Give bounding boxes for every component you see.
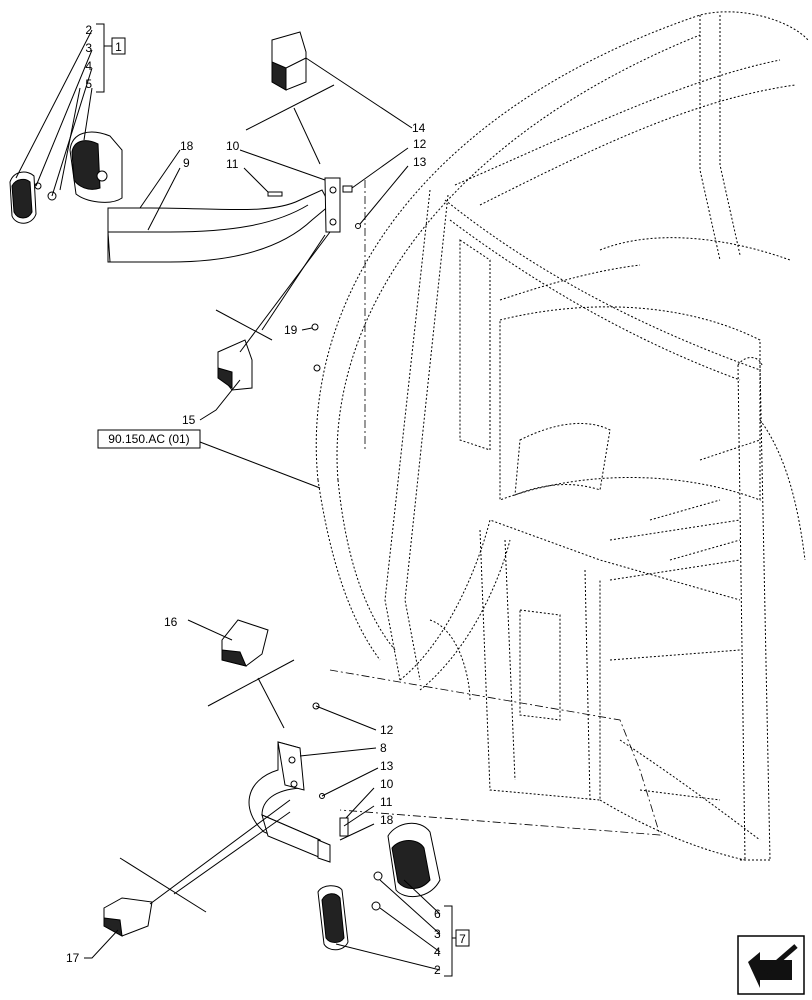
callout-16: 16 (164, 615, 178, 629)
callout-4-kit1: 4 (85, 59, 92, 73)
callout-3-kit1: 3 (85, 41, 92, 55)
callout-19: 19 (284, 323, 298, 337)
callout-12-upper: 12 (413, 137, 427, 151)
callout-18-upper: 18 (180, 139, 194, 153)
lower-bracket-assembly (248, 741, 331, 863)
kit-1-group: 2 3 4 5 1 (85, 23, 126, 93)
callout-12-lower: 12 (380, 723, 394, 737)
callout-8: 8 (380, 741, 387, 755)
leader-lines (15, 29, 441, 971)
callout-4-kit7: 4 (434, 945, 441, 959)
cover-16 (221, 619, 269, 667)
kit-1-number: 1 (115, 40, 122, 54)
callout-14: 14 (412, 121, 426, 135)
callout-10-lower: 10 (380, 777, 394, 791)
cover-upper-14 (271, 31, 307, 91)
callout-2-kit7: 2 (434, 963, 441, 977)
cab-frame (315, 11, 809, 861)
callout-10-upper: 10 (226, 139, 240, 153)
callout-11-lower: 11 (380, 795, 393, 809)
upper-bracket-assembly (107, 177, 341, 263)
callout-15: 15 (182, 413, 196, 427)
callout-13-lower: 13 (380, 759, 394, 773)
reference-label[interactable]: 90.150.AC (01) (108, 432, 189, 446)
cover-17 (103, 897, 153, 937)
callout-2-kit1: 2 (85, 23, 92, 37)
reference-link[interactable]: 90.150.AC (01) (97, 429, 201, 449)
callout-3-kit7: 3 (434, 927, 441, 941)
lower-assembly-outline (329, 669, 661, 836)
upper-fasteners (267, 185, 361, 372)
callout-17: 17 (66, 951, 80, 965)
callout-11-upper: 11 (226, 157, 239, 171)
lower-fasteners (312, 702, 349, 837)
arrow-corner-icon[interactable] (737, 935, 805, 995)
cover-15 (217, 339, 253, 391)
callout-13-upper: 13 (413, 155, 427, 169)
work-lamp-upper (9, 131, 123, 224)
callout-6-kit7: 6 (434, 907, 441, 921)
callout-18-lower: 18 (380, 813, 394, 827)
work-lamp-lower (317, 822, 441, 951)
callout-9: 9 (183, 156, 190, 170)
kit-7-group: 6 3 4 2 7 (434, 905, 470, 977)
callout-5-kit1: 5 (85, 77, 92, 91)
kit-7-number: 7 (459, 932, 466, 946)
